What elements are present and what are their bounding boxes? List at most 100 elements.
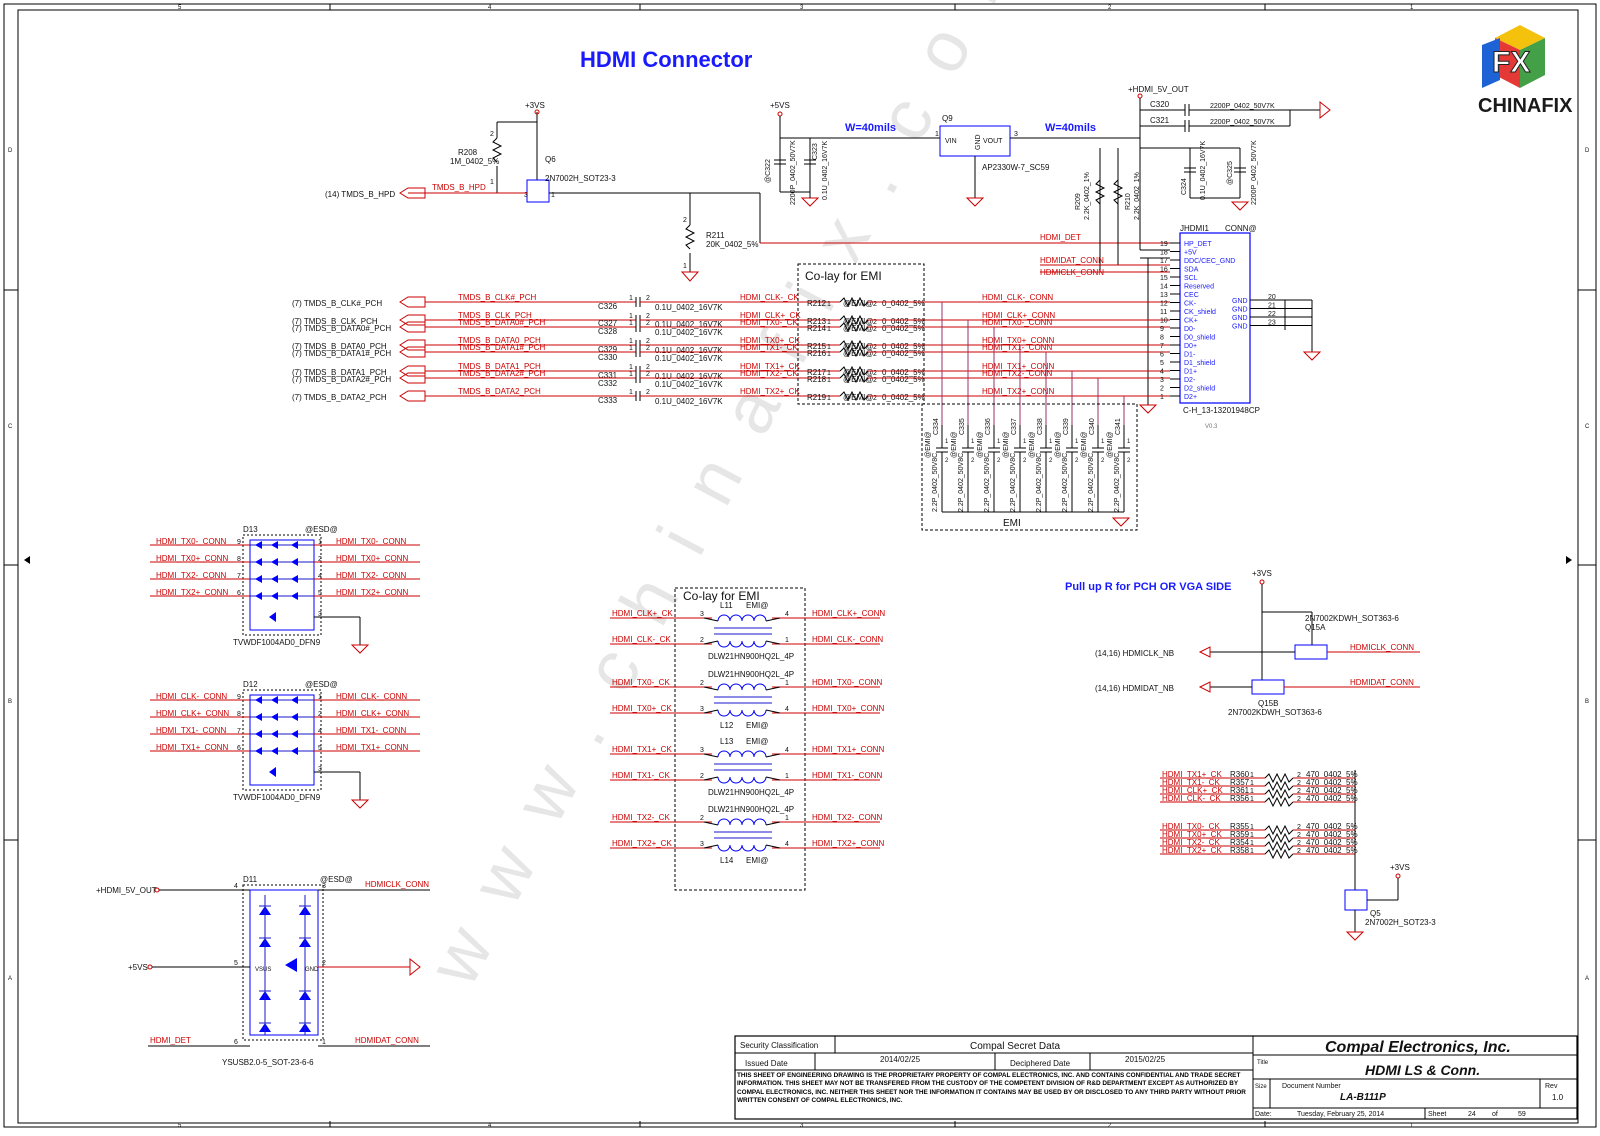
svg-text:1: 1: [551, 192, 555, 199]
tvs-diode: [269, 767, 276, 777]
tmds-mid-net: HDMI_TX1+_CK: [740, 362, 800, 371]
pulldown-value: 470_0402_5%: [1306, 778, 1358, 787]
cap-ref: C326: [598, 302, 618, 311]
connector-pin-name: HP_DET: [1184, 241, 1212, 248]
esd-pin: 6: [237, 590, 241, 597]
pin-number: 1: [827, 351, 831, 358]
pin-number: 1: [629, 389, 633, 396]
hpd-ref: (14) TMDS_B_HPD: [325, 190, 395, 199]
tb-docnum: LA-B111P: [1340, 1092, 1386, 1103]
connector-gnd-number: 20: [1268, 294, 1276, 301]
width-label-1: W=40mils: [845, 122, 896, 134]
q15b-part: 2N7002KDWH_SOT363-6: [1228, 708, 1322, 717]
choke-ref: L13: [720, 737, 734, 746]
esd-net-left: HDMI_TX1-_CONN: [156, 726, 226, 735]
choke-pin: 3: [700, 611, 704, 618]
pin-number: 1: [629, 313, 633, 320]
choke-pin: 4: [785, 611, 789, 618]
tmds-offpage-ref: (7) TMDS_B_DATA1_PCH: [292, 368, 387, 377]
colay-label-mid: Co-lay for EMI: [683, 589, 760, 603]
pin-number: 1: [827, 301, 831, 308]
connector-gnd-number: 23: [1268, 320, 1276, 327]
emi-cap-tag: @EMI@: [925, 431, 932, 458]
pin-number: 1: [997, 439, 1001, 445]
emi-cap-ref: C339: [1063, 418, 1070, 435]
emi-caps: C334@EMI@2.2P_0402_50V8C12C335@EMI@2.2P_…: [925, 418, 1131, 513]
pin-number: 2: [997, 458, 1001, 464]
choke-pin: 1: [785, 680, 789, 687]
tvs-diode: [269, 612, 276, 622]
esd-tag: @ESD@: [305, 680, 338, 689]
border-row-label: A: [8, 976, 12, 982]
resistor-ref: R216: [807, 349, 827, 358]
choke-pin: 2: [700, 773, 704, 780]
choke-net-out: HDMI_TX2-_CONN: [812, 813, 882, 822]
pin-number: 2: [1297, 780, 1301, 787]
border-col-label: 3: [800, 1123, 804, 1129]
pin-number: 1: [1075, 439, 1079, 445]
choke-net-in: HDMI_TX1+_CK: [612, 745, 672, 754]
pin-number: 2: [646, 313, 650, 320]
pin-number: 2: [646, 389, 650, 396]
border-row-label: B: [1585, 699, 1589, 705]
pin-number: 1: [1101, 439, 1105, 445]
q5-ref: Q5: [1370, 909, 1381, 918]
rail-3vs-q5: +3VS: [1390, 863, 1410, 872]
choke-part: DLW21HN900HQ2L_4P: [708, 670, 794, 679]
pin-number: 2: [1297, 840, 1301, 847]
cap-ref: C330: [598, 353, 618, 362]
tmds-mid-net: HDMI_TX2-_CK: [740, 369, 798, 378]
tb-rev: 1.0: [1552, 1093, 1564, 1102]
tmds-net: TMDS_B_DATA1_PCH: [458, 362, 541, 371]
choke-pin: 1: [785, 773, 789, 780]
pin-number: 2: [1297, 832, 1301, 839]
pin-number: 1: [1250, 824, 1254, 831]
esd-pin: 1: [318, 694, 322, 701]
pin-number: 2: [1127, 458, 1131, 464]
tmds-offpage-ref: (7) TMDS_B_DATA2#_PCH: [292, 375, 391, 384]
c320-value: 2200P_0402_50V7K: [1210, 103, 1275, 110]
resistor-tag: @EMI@: [843, 368, 873, 377]
pulldown-ref: R361: [1230, 786, 1250, 795]
choke-pin: 3: [700, 841, 704, 848]
emi-cap-value: 2.2P_0402_50V8C: [1010, 453, 1017, 512]
choke-tag: EMI@: [746, 737, 768, 746]
cap-ref: C333: [598, 396, 618, 405]
connector-pin-name: CEC: [1184, 292, 1199, 299]
connector-body: [1179, 232, 1251, 404]
inner-border: [17, 9, 1579, 1124]
pin-number: 2: [1297, 824, 1301, 831]
pin-number: 1: [827, 370, 831, 377]
pin-number: 1: [629, 371, 633, 378]
tb-title-label: Title: [1257, 1060, 1269, 1066]
svg-text:FX: FX: [1492, 46, 1530, 79]
pin-number: 1: [629, 338, 633, 345]
tmds-conn-net: HDMI_CLK+_CONN: [982, 311, 1055, 320]
tb-issued-label: Issued Date: [745, 1059, 788, 1068]
d11-dat-net: HDMIDAT_CONN: [355, 1036, 419, 1045]
rail-5vs: +5VS: [770, 101, 790, 110]
choke-pin: 2: [700, 637, 704, 644]
esd-net-right: HDMI_TX1+_CONN: [336, 743, 408, 752]
r210-value: 2.2K_0402_1%: [1134, 172, 1141, 220]
choke-pin: 3: [700, 747, 704, 754]
cap-value: 0.1U_0402_16V7K: [655, 320, 723, 329]
cap-value: 0.1U_0402_16V7K: [655, 372, 723, 381]
emi-cap-ref: C340: [1089, 418, 1096, 435]
logo-text: CHINAFIX: [1478, 95, 1573, 117]
esd-pin: 6: [237, 745, 241, 752]
connector-pin-number: 10: [1160, 318, 1168, 325]
diode-symbol: [255, 541, 262, 549]
emi-cap-tag: @EMI@: [951, 431, 958, 458]
connector-pin-name: D0_shield: [1184, 335, 1215, 342]
